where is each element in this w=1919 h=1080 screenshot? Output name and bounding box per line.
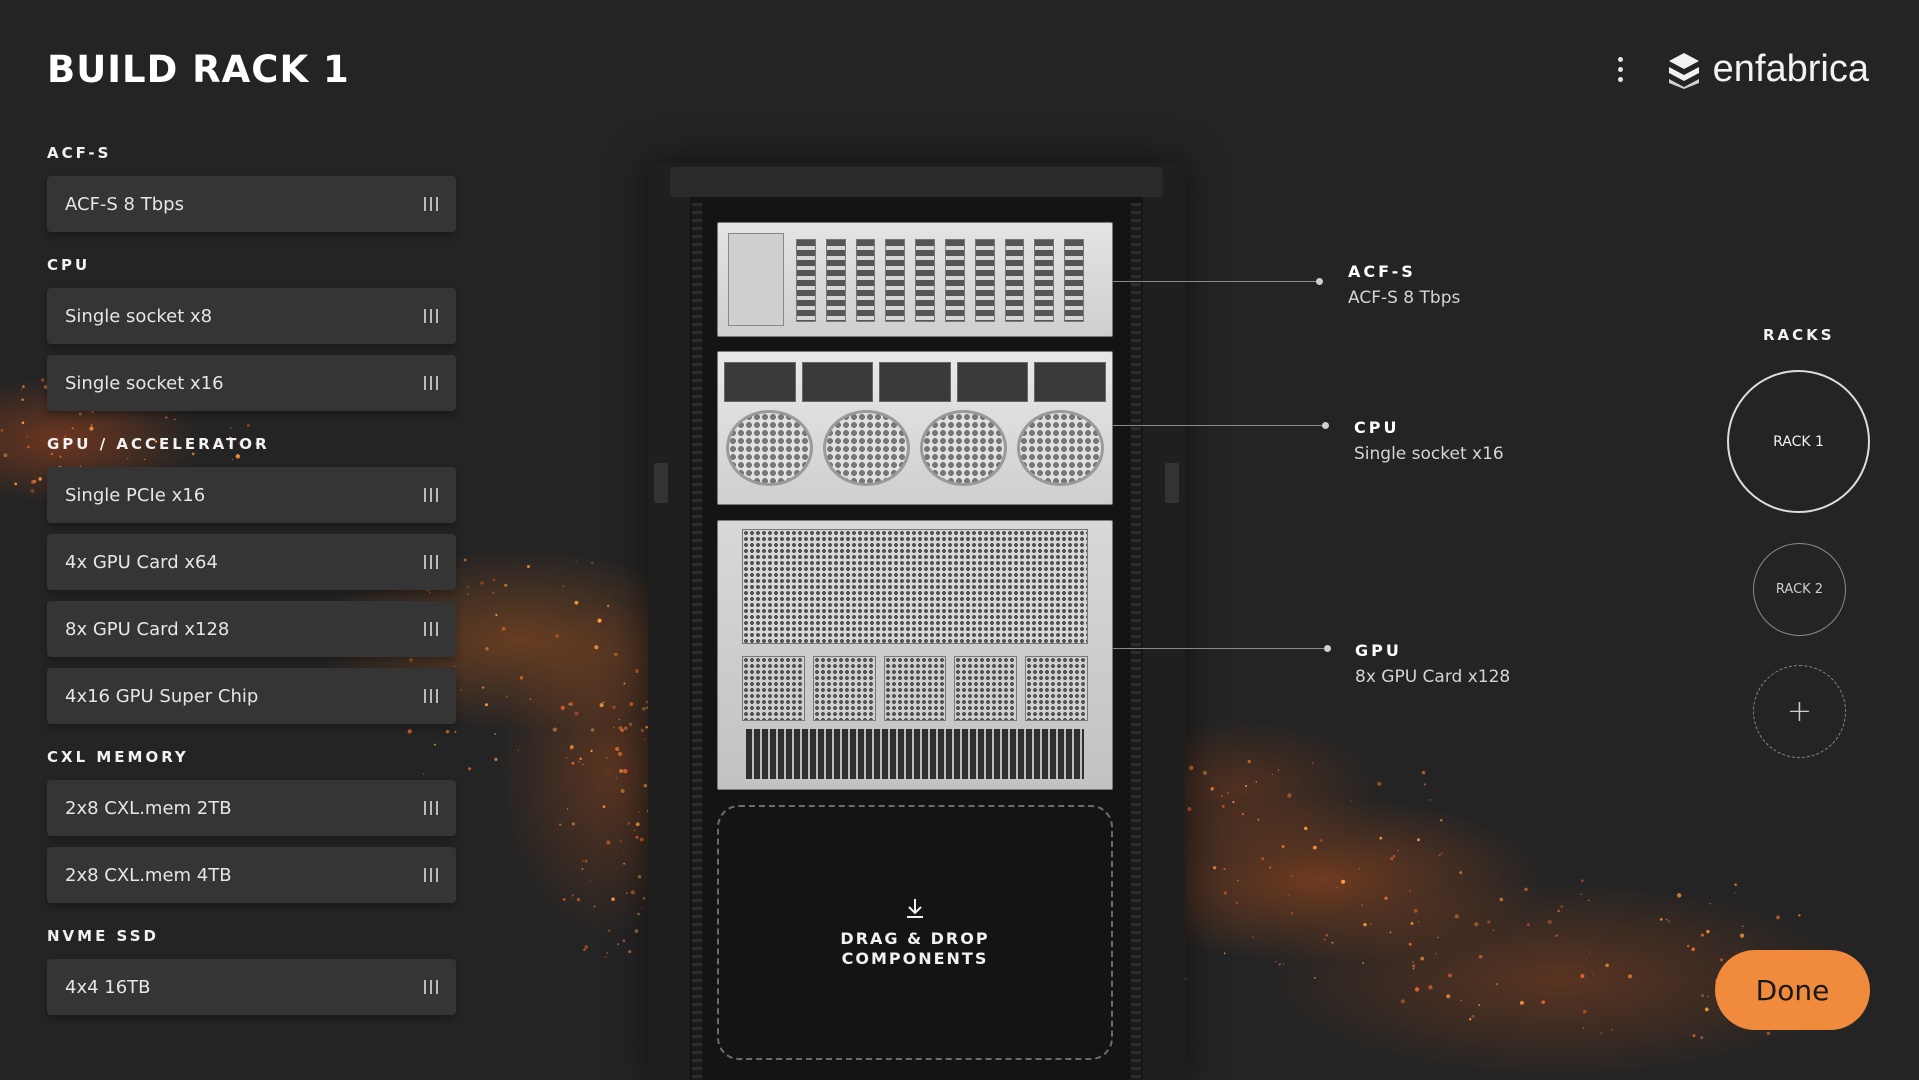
section-label-gpu: GPU / ACCELERATOR [47,435,270,453]
drag-handle-icon[interactable] [424,555,438,569]
component-4x-gpu-card-x64[interactable]: 4x GPU Card x64 [47,534,456,590]
section-label-cxl-memory: CXL MEMORY [47,748,189,766]
rack-hinge [654,463,668,503]
callout-dot [1324,645,1331,652]
drop-zone-text: DRAG & DROP COMPONENTS [840,929,989,969]
callout-title: CPU [1354,418,1400,437]
component-4x4-16tb[interactable]: 4x4 16TB [47,959,456,1015]
component-2x8-cxl-4tb[interactable]: 2x8 CXL.mem 4TB [47,847,456,903]
component-label: 4x4 16TB [65,976,151,998]
component-label: 4x16 GPU Super Chip [65,685,259,707]
drive-bays [724,362,1106,402]
section-label-nvme-ssd: NVME SSD [47,927,159,945]
callout-line [1113,648,1327,649]
drag-handle-icon[interactable] [424,376,438,390]
rack-2-button[interactable]: RACK 2 [1753,543,1846,636]
brand: enfabrica [1667,48,1869,91]
drag-handle-icon[interactable] [424,980,438,994]
rack-unit-cpu[interactable] [717,351,1113,505]
component-single-pcie-x16[interactable]: Single PCIe x16 [47,467,456,523]
drag-handle-icon[interactable] [424,801,438,815]
callout-value: ACF-S 8 Tbps [1348,288,1461,308]
component-label: Single socket x8 [65,305,213,327]
rack-rail [692,203,702,1080]
drag-handle-icon[interactable] [424,868,438,882]
add-rack-button[interactable]: + [1753,665,1846,758]
component-4x16-gpu-super-chip[interactable]: 4x16 GPU Super Chip [47,668,456,724]
drop-zone-line-1: DRAG & DROP [840,928,990,948]
vent-grille [742,529,1088,644]
callout-gpu: GPU 8x GPU Card x128 [1355,641,1510,687]
kebab-icon[interactable] [1610,53,1631,86]
brand-name: enfabrica [1712,48,1869,90]
done-button[interactable]: Done [1715,950,1870,1030]
rack-unit-gpu[interactable] [717,520,1113,790]
component-label: 4x GPU Card x64 [65,551,218,573]
section-label-acfs: ACF-S [47,144,112,162]
callout-cpu: CPU Single socket x16 [1354,418,1504,464]
callout-title: ACF-S [1348,262,1416,281]
drag-handle-icon[interactable] [424,622,438,636]
drag-handle-icon[interactable] [424,689,438,703]
drop-zone-line-2: COMPONENTS [841,948,989,968]
rack-top [670,167,1163,197]
component-8x-gpu-card-x128[interactable]: 8x GPU Card x128 [47,601,456,657]
component-label: ACF-S 8 Tbps [65,193,184,215]
drag-handle-icon[interactable] [424,488,438,502]
fan-array [742,656,1088,721]
component-label: 8x GPU Card x128 [65,618,230,640]
drag-handle-icon[interactable] [424,197,438,211]
card-slots [796,239,1084,322]
component-single-socket-x16[interactable]: Single socket x16 [47,355,456,411]
component-single-socket-x8[interactable]: Single socket x8 [47,288,456,344]
callout-line [1113,425,1325,426]
top-bar: enfabrica [1610,48,1869,91]
rack-unit-acfs[interactable] [717,222,1113,337]
component-label: Single socket x16 [65,372,224,394]
drag-handle-icon[interactable] [424,309,438,323]
component-label: 2x8 CXL.mem 4TB [65,864,232,886]
drop-zone[interactable]: DRAG & DROP COMPONENTS [717,805,1113,1060]
rack-1-button[interactable]: RACK 1 [1727,370,1870,513]
callout-title: GPU [1355,641,1402,660]
page-title: BUILD RACK 1 [47,48,350,91]
callout-acfs: ACF-S ACF-S 8 Tbps [1348,262,1460,308]
callout-line [1113,281,1319,282]
section-label-cpu: CPU [47,256,91,274]
drive-bays [746,729,1084,779]
callout-dot [1322,422,1329,429]
rack-rail [1131,203,1141,1080]
component-label: 2x8 CXL.mem 2TB [65,797,232,819]
rack-hinge [1165,463,1179,503]
component-palette: ACF-S ACF-S 8 Tbps CPU Single socket x8 … [47,140,456,1026]
component-acfs-8tbps[interactable]: ACF-S 8 Tbps [47,176,456,232]
component-2x8-cxl-2tb[interactable]: 2x8 CXL.mem 2TB [47,780,456,836]
callout-value: 8x GPU Card x128 [1355,667,1511,687]
enfabrica-logo-icon [1668,52,1699,89]
download-arrow-icon [907,898,923,918]
callout-dot [1316,278,1323,285]
fan-array [726,410,1104,486]
racks-label: RACKS [1763,326,1835,344]
plus-icon: + [1786,694,1813,729]
rack-1-label: RACK 1 [1773,433,1824,450]
rack-2-label: RACK 2 [1775,582,1824,597]
io-panel [728,233,784,326]
component-label: Single PCIe x16 [65,484,206,506]
callout-value: Single socket x16 [1354,444,1504,464]
